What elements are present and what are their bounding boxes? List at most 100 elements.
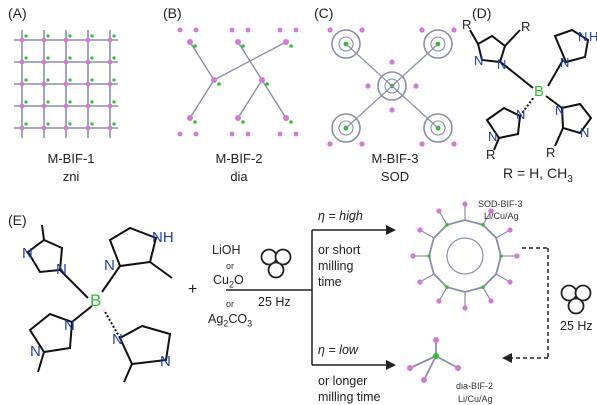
framework-linker <box>438 286 448 302</box>
high-condition-line3: time <box>318 275 342 289</box>
framework-linker <box>213 41 287 81</box>
metal-node <box>462 201 468 207</box>
framework-linker <box>345 85 393 129</box>
nh-label: NH <box>152 229 174 246</box>
nitrogen-label: N <box>555 103 565 118</box>
boron-node <box>427 254 431 258</box>
framework-linker <box>391 85 439 129</box>
nitrogen-label: N <box>30 343 41 360</box>
boron-label: B <box>534 83 545 100</box>
framework-linker <box>391 43 439 87</box>
frequency-label-right: 25 Hz <box>560 319 593 333</box>
framework-linker <box>482 210 492 226</box>
framework-linker <box>446 219 466 226</box>
nh-hydrogen-label: H <box>589 29 597 44</box>
framework-linker <box>261 79 287 119</box>
boron-node <box>112 78 116 82</box>
nitrogen-label: N <box>160 353 171 370</box>
framework-linker <box>189 41 215 81</box>
metal-node <box>211 77 217 83</box>
tetrakis-methylimidazolyl-borate-structure <box>26 224 173 383</box>
structure-name-a: M-BIF-1 <box>47 151 95 166</box>
metal-node <box>417 227 423 233</box>
eta-low-label: η = low <box>318 343 358 357</box>
boron-node <box>68 56 72 60</box>
reaction-arrowheads <box>386 225 396 370</box>
dia-product-label: dia-BIF-2 <box>456 381 494 391</box>
r-group-label: R <box>521 19 531 34</box>
topology-b: dia <box>230 169 248 184</box>
panel-label-c: (C) <box>314 5 334 21</box>
cage-ring <box>384 78 400 94</box>
metal-node <box>283 115 289 121</box>
sod-framework-structure <box>327 27 457 147</box>
cage-ring <box>338 120 354 136</box>
zni-framework-structure <box>14 30 118 138</box>
boron-node <box>90 56 94 60</box>
frequency-label: 25 Hz <box>258 295 291 309</box>
nitrogen-label: N <box>497 57 507 72</box>
metal-node <box>177 131 183 137</box>
metal-node <box>359 141 365 147</box>
boron-node <box>90 122 94 126</box>
metal-node <box>488 208 494 214</box>
panel-label-d: (D) <box>472 5 492 21</box>
metal-node <box>107 103 113 109</box>
r-definition: R = H, CH3 <box>503 165 573 185</box>
metal-node <box>359 27 365 33</box>
boron-node <box>24 56 28 60</box>
eta-high-label: η = high <box>318 209 363 223</box>
metal-node <box>421 377 427 383</box>
panel-label-b: (B) <box>163 5 182 21</box>
metal-node <box>41 59 47 65</box>
metal-node <box>436 208 442 214</box>
r-group-label: R <box>486 147 496 162</box>
boron-node <box>24 122 28 126</box>
metal-node <box>433 337 439 343</box>
boron-node <box>46 56 50 60</box>
nitrogen-label: N <box>112 331 123 348</box>
framework-linker <box>495 237 502 257</box>
boron-node <box>46 100 50 104</box>
framework-linker <box>433 273 448 288</box>
metal-node <box>107 59 113 65</box>
sod-bif-3-product-structure <box>410 201 520 311</box>
metal-node <box>63 81 69 87</box>
boron-node <box>112 100 116 104</box>
topology-c: SOD <box>380 169 410 184</box>
boron-node <box>193 44 197 48</box>
boron-node <box>265 82 269 86</box>
metal-node <box>507 279 513 285</box>
metal-node <box>235 39 241 45</box>
framework-linker <box>428 237 435 257</box>
metal-node <box>107 81 113 87</box>
metal-node <box>19 125 25 131</box>
panel-label-e: (E) <box>8 212 27 228</box>
metal-node <box>327 27 333 33</box>
metal-node <box>277 27 283 33</box>
boron-node <box>90 78 94 82</box>
metal-node <box>187 39 193 45</box>
boron-label: B <box>90 291 102 310</box>
metal-node <box>107 37 113 43</box>
metal-node <box>41 37 47 43</box>
framework-linker <box>428 255 435 275</box>
cage-ring <box>338 36 354 52</box>
metal-node <box>19 81 25 87</box>
metal-node <box>229 131 235 137</box>
nitrogen-label: N <box>22 245 33 262</box>
framework-linker <box>423 355 437 381</box>
boron-node <box>445 223 449 227</box>
cage-ring <box>331 113 361 143</box>
framework-linker <box>438 210 448 226</box>
metal-node <box>63 37 69 43</box>
framework-linker <box>482 224 497 239</box>
metal-node <box>19 37 25 43</box>
boron-node <box>241 44 245 48</box>
metal-node <box>259 77 265 83</box>
metal-node <box>41 81 47 87</box>
boron-node <box>46 78 50 82</box>
milling-balls-icon <box>260 248 292 279</box>
framework-linker <box>495 273 511 283</box>
framework-linker <box>409 355 437 369</box>
